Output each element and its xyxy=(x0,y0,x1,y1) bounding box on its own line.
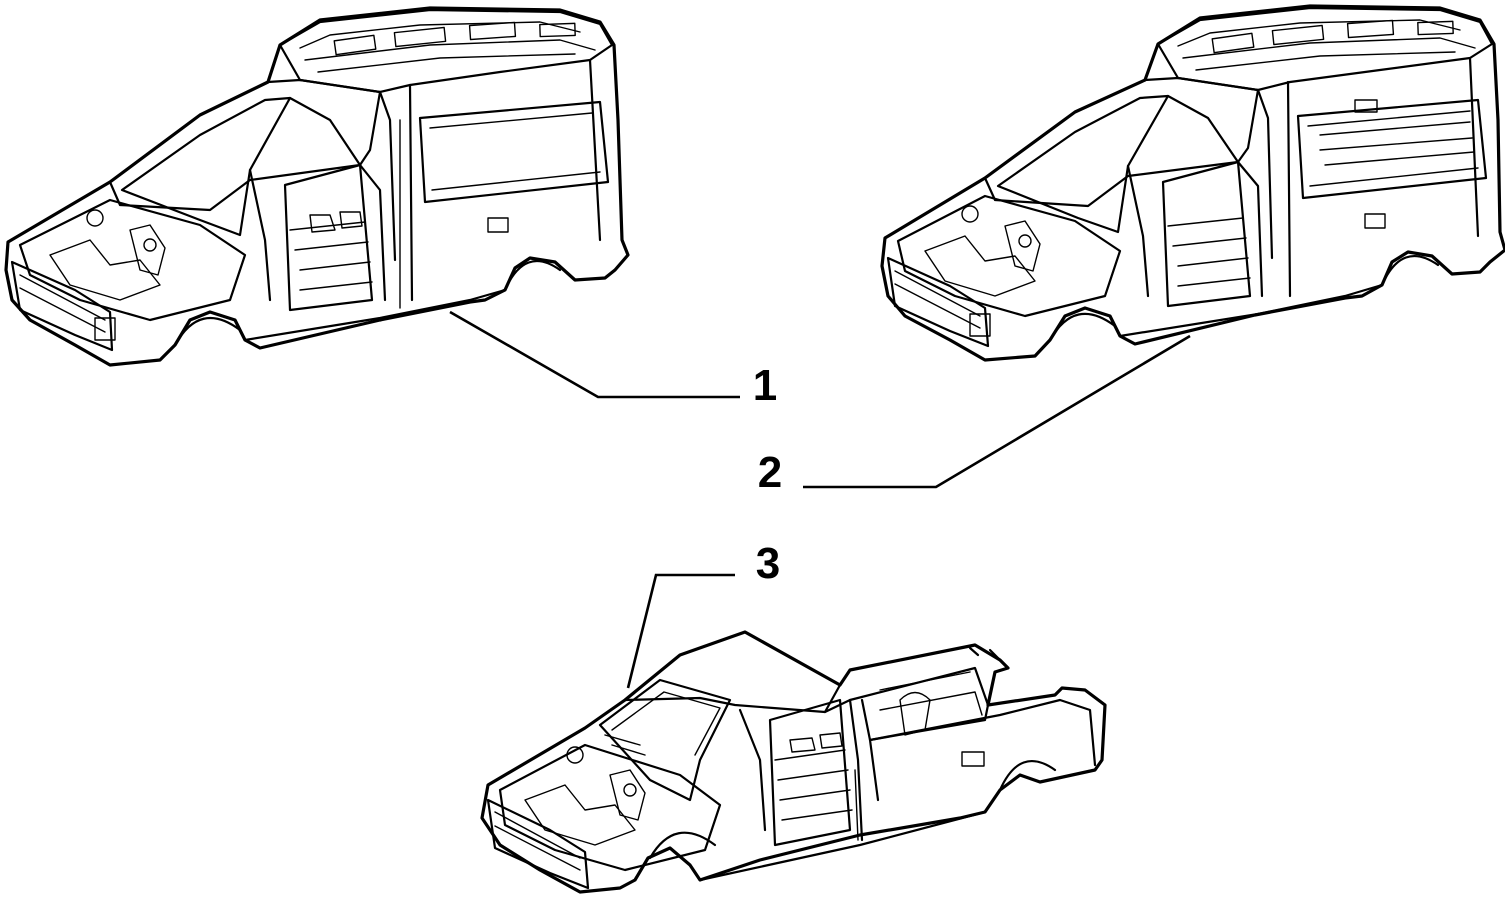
callout-number-3: 3 xyxy=(756,539,780,588)
van-body-shell-part-1[interactable] xyxy=(4,6,630,367)
callout-number-1: 1 xyxy=(753,361,777,410)
callout-number-2: 2 xyxy=(758,448,782,497)
leader-line-3 xyxy=(626,573,735,689)
van-body-shell-part-2[interactable] xyxy=(880,4,1505,362)
leader-line-2 xyxy=(803,334,1191,489)
leader-line-1 xyxy=(449,310,740,399)
pickup-body-shell-part-3[interactable] xyxy=(480,630,1107,894)
